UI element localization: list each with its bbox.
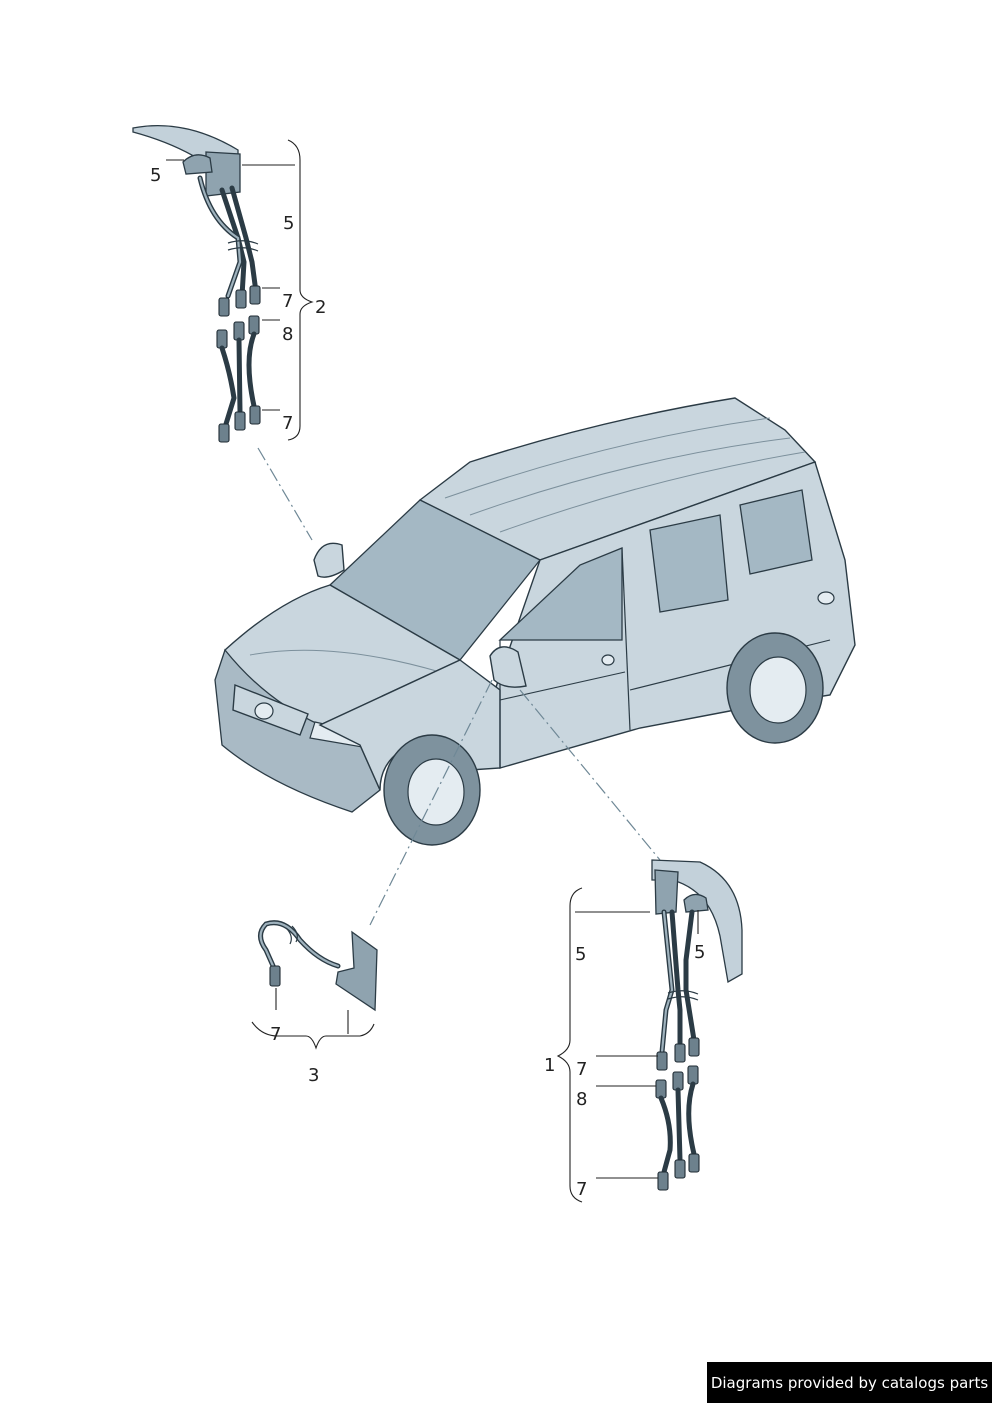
connector <box>656 1051 668 1071</box>
connector <box>655 1079 667 1099</box>
mirror-bracket <box>651 859 743 984</box>
group-number: 2 <box>315 297 326 318</box>
lamp-housing <box>182 154 213 175</box>
callout-number: 7 <box>576 1059 587 1080</box>
connector <box>688 1153 700 1173</box>
group-brace <box>251 1021 375 1050</box>
callout-number: 5 <box>150 165 161 186</box>
group-number: 3 <box>308 1065 319 1086</box>
connector <box>674 1043 686 1063</box>
connector <box>269 965 281 987</box>
leader-line-to-right-mirror <box>519 689 661 861</box>
connector <box>218 297 230 317</box>
connector <box>218 423 230 443</box>
group-brace <box>556 887 583 1203</box>
mirror-mount-plate <box>205 151 241 197</box>
mirror-mount-plate <box>654 869 679 915</box>
connector <box>234 411 246 431</box>
connector <box>235 289 247 309</box>
callout-number: 7 <box>270 1024 281 1045</box>
leader-line-to-antenna-plate <box>369 679 493 926</box>
antenna-assembly: 7 3 <box>251 920 378 1086</box>
callout-number: 7 <box>576 1179 587 1200</box>
callout-number: 5 <box>694 942 705 963</box>
group-number: 1 <box>544 1055 555 1076</box>
callout-number: 7 <box>282 413 293 434</box>
group-brace <box>287 139 314 441</box>
callout-number: 5 <box>575 944 586 965</box>
callout-number: 7 <box>282 291 293 312</box>
leader-line-to-left-mirror <box>257 447 313 541</box>
connector <box>249 285 261 305</box>
connector <box>249 405 261 425</box>
callout-number: 8 <box>576 1089 587 1110</box>
connector <box>657 1171 669 1191</box>
credit-text: Diagrams provided by catalogs parts <box>710 1373 989 1392</box>
connector <box>216 329 228 349</box>
mirror-harness-assembly-right: 5 5 7 8 7 1 <box>544 859 743 1203</box>
connector <box>672 1071 684 1091</box>
connector <box>674 1159 686 1179</box>
connector <box>688 1037 700 1057</box>
connector <box>233 321 245 341</box>
vehicle-illustration <box>214 397 856 846</box>
callout-number: 8 <box>282 324 293 345</box>
leader-lines <box>257 447 661 926</box>
connector <box>687 1065 699 1085</box>
callout-number: 5 <box>283 213 294 234</box>
connector <box>248 315 260 335</box>
credit-banner: Diagrams provided by catalogs parts <box>707 1362 992 1403</box>
lamp-housing <box>683 893 709 913</box>
mirror-harness-assembly-left: 5 5 7 8 7 2 <box>132 125 326 443</box>
antenna-plate <box>335 930 378 1012</box>
